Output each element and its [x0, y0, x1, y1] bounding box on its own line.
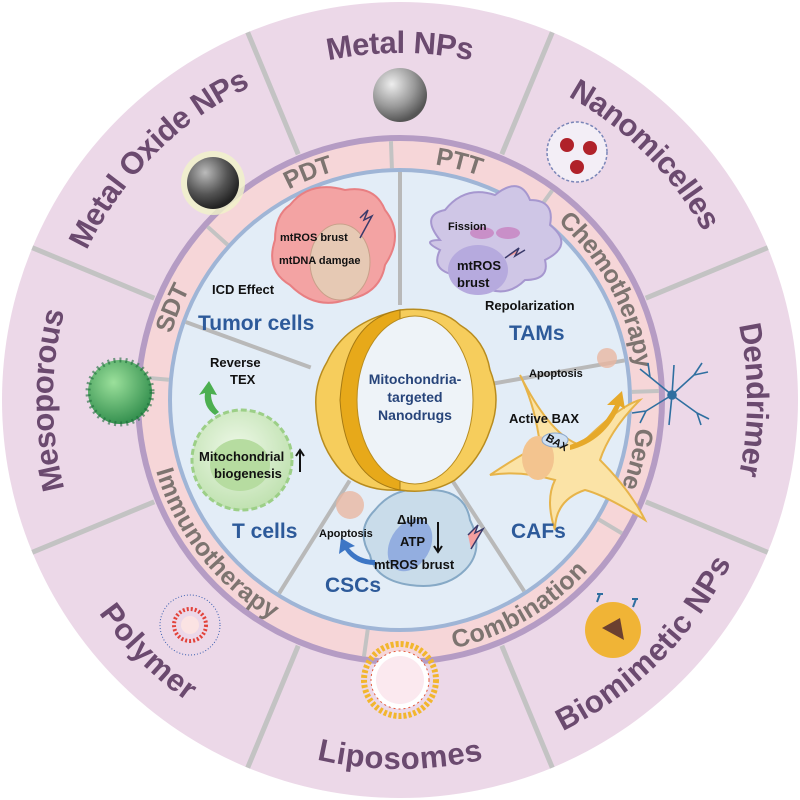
- tcell-note-biogenesis: biogenesis: [214, 466, 282, 481]
- therapy-divider: [631, 388, 659, 394]
- csc-note-mtros: mtROS brust: [374, 557, 455, 572]
- therapy-divider: [206, 225, 229, 247]
- outer-ring-dividers: [31, 31, 769, 769]
- cafs-title: CAFs: [511, 520, 566, 543]
- tumor-note-icd: ICD Effect: [212, 282, 275, 297]
- outer-divider: [31, 245, 156, 301]
- mesoporous-sphere-icon: [85, 357, 155, 427]
- nanodrug-capsule-illustration: [315, 308, 497, 492]
- caf-note-active-bax: Active BAX: [509, 411, 579, 426]
- cell-divider: [450, 478, 526, 593]
- metal-sphere-icon: [373, 68, 427, 122]
- polymer-icon: [159, 594, 221, 656]
- therapy-ring-dividers: [141, 141, 659, 657]
- outer-divider: [499, 31, 555, 156]
- tam-note-repolarization: Repolarization: [485, 298, 575, 313]
- tcell-note-mitochondrial: Mitochondrial: [199, 449, 284, 464]
- micelle-icon: [546, 121, 608, 183]
- outer-divider: [245, 31, 301, 156]
- dendrimer-icon: [631, 362, 710, 426]
- tcell-note-reverse: Reverse: [210, 355, 261, 370]
- outer-divider: [245, 644, 301, 769]
- therapy-divider: [597, 517, 624, 536]
- t-cell-illustration: [190, 381, 305, 512]
- cell-divider: [185, 320, 312, 370]
- caf-cell-illustration: [489, 348, 648, 531]
- tcell-note-tex: TEX: [230, 372, 256, 387]
- outer-divider: [31, 499, 156, 555]
- cscs-title: CSCs: [325, 574, 381, 597]
- csc-note-dpsim: Δψm: [397, 512, 428, 527]
- tams-title: TAMs: [509, 322, 565, 345]
- outer-divider: [499, 644, 555, 769]
- tam-note-fission: Fission: [448, 221, 487, 233]
- tam-cell-illustration: [429, 185, 563, 295]
- t-cells-title: T cells: [232, 520, 297, 543]
- center-title-line1: Mitochondria-: [369, 371, 462, 387]
- tumor-note-mtros: mtROS brust: [280, 232, 348, 244]
- therapy-divider: [361, 629, 370, 657]
- csc-note-atp: ATP: [400, 534, 425, 549]
- outer-divider: [644, 499, 769, 555]
- tumor-cells-title: Tumor cells: [198, 312, 314, 335]
- tumor-cell-illustration: [271, 186, 396, 304]
- csc-note-apoptosis: Apoptosis: [319, 528, 373, 540]
- tam-note-brust: brust: [457, 275, 490, 290]
- tam-note-mtros: mtROS: [457, 258, 501, 273]
- caf-note-apoptosis: Apoptosis: [529, 368, 583, 380]
- outer-divider: [644, 245, 769, 301]
- tumor-note-mtdna: mtDNA damgae: [279, 255, 361, 267]
- metal-oxide-sphere-icon: [181, 151, 245, 215]
- liposome-icon: [361, 641, 439, 719]
- therapy-divider: [388, 141, 394, 169]
- center-title-line3: Nanodrugs: [378, 407, 452, 423]
- biomimetic-np-icon: [585, 593, 641, 658]
- center-title-line2: targeted: [387, 389, 442, 405]
